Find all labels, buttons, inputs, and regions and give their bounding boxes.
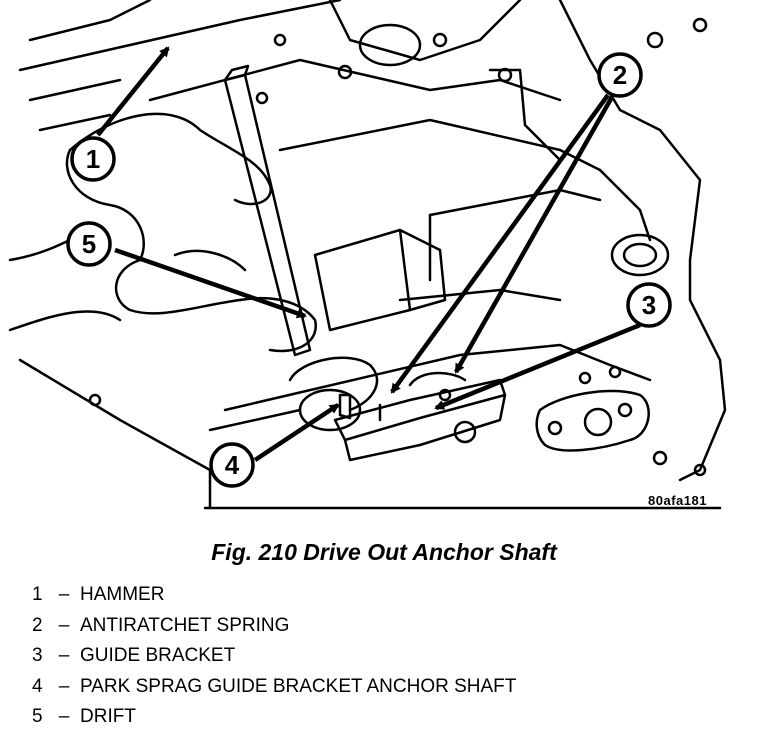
callout-3-number: 3: [642, 290, 656, 320]
legend-separator: –: [58, 645, 70, 666]
legend-number: 4: [32, 675, 43, 697]
legend-item: 5–DRIFT: [32, 702, 516, 733]
callout-5: 5: [66, 221, 112, 267]
callout-4-number: 4: [225, 450, 240, 480]
leader-3: [434, 322, 641, 411]
callout-1: 1: [70, 136, 116, 182]
image-code: 80afa181: [648, 493, 707, 508]
legend: 1–HAMMER 2–ANTIRATCHET SPRING 3–GUIDE BR…: [32, 580, 516, 733]
legend-number: 3: [32, 645, 43, 666]
legend-item: 3–GUIDE BRACKET: [32, 641, 516, 672]
legend-text: HAMMER: [80, 584, 165, 605]
callout-3: 3: [626, 282, 672, 328]
legend-number: 5: [32, 706, 43, 727]
leader-4: [253, 403, 340, 462]
technical-illustration: 1 2 3 4 5: [8, 0, 727, 510]
callout-leaders: [96, 46, 641, 462]
legend-number: 1: [32, 584, 43, 605]
legend-text: DRIFT: [80, 706, 136, 727]
legend-item: 1–HAMMER: [32, 580, 516, 611]
leader-2a: [390, 93, 610, 394]
legend-item: 4–PARK SPRAG GUIDE BRACKET ANCHOR SHAFT: [32, 672, 516, 703]
figure-caption: Fig. 210 Drive Out Anchor Shaft: [211, 539, 557, 565]
legend-number: 2: [32, 614, 43, 636]
transmission-case-drawing: [8, 0, 727, 510]
callout-4: 4: [209, 442, 255, 488]
legend-item: 2–ANTIRATCHET SPRING: [32, 611, 516, 642]
legend-separator: –: [58, 614, 70, 636]
legend-text: ANTIRATCHET SPRING: [80, 614, 290, 636]
callout-2-number: 2: [613, 60, 627, 90]
legend-separator: –: [58, 706, 70, 727]
callout-2: 2: [597, 52, 643, 98]
leader-1: [96, 46, 170, 137]
leader-2b: [454, 95, 614, 374]
leader-5: [114, 247, 307, 319]
legend-separator: –: [58, 675, 70, 697]
legend-text: PARK SPRAG GUIDE BRACKET ANCHOR SHAFT: [80, 675, 517, 697]
callout-1-number: 1: [86, 144, 100, 174]
legend-separator: –: [58, 584, 70, 605]
legend-text: GUIDE BRACKET: [80, 645, 236, 666]
callout-5-number: 5: [82, 229, 96, 259]
